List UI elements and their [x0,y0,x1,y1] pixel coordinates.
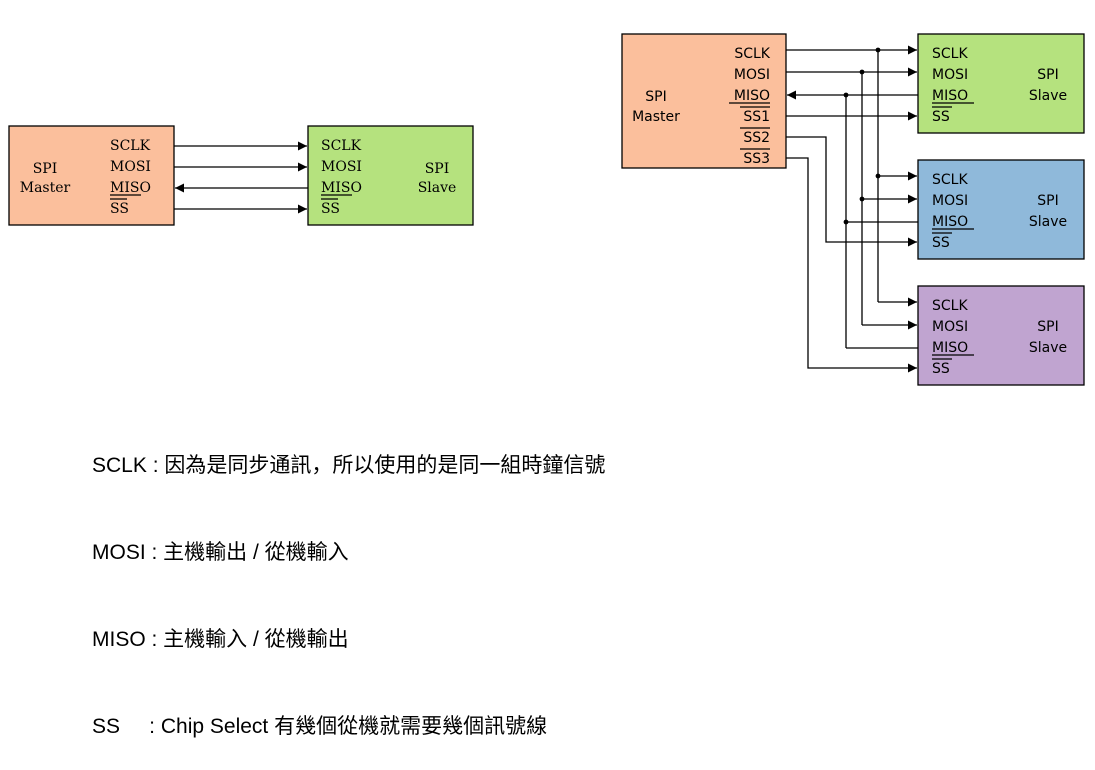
multi-slave-1-box [917,33,1085,134]
legend-line-miso: MISO : 主機輸入 / 從機輸出 [92,628,349,651]
simple-master-box [8,125,175,226]
simple-slave-title: SPI [425,161,450,177]
simple-slave-box [307,125,474,226]
multi-slave-3-box [917,285,1085,386]
simple-slave-pin-mosi: MOSI [321,159,362,175]
multi-master-title: SPI [645,89,666,105]
multi-slave-1-pin-miso: MISO [932,88,968,104]
multi-slave-1: SCLK MOSI MISO SS SPI Slave [917,33,1085,134]
simple-spi-diagram: SPI Master SCLK MOSI MISO SS SCLK MOSI M… [8,125,474,226]
multi-slave-3-pin-sclk: SCLK [932,298,968,314]
simple-slave-pin-ss: SS [321,201,340,217]
multi-slave-3-subtitle: Slave [1029,340,1067,356]
multi-wire-ss2 [786,136,917,247]
multi-slave-2-pin-ss: SS [932,235,950,251]
multi-slave-1-subtitle: Slave [1029,88,1067,104]
multi-slave-3-title: SPI [1037,319,1058,335]
simple-master-pin-mosi: MOSI [110,159,151,175]
simple-master-pin-ss: SS [110,201,129,217]
multi-master-pin-sclk: SCLK [734,46,770,62]
simple-master-subtitle: Master [20,180,71,196]
multi-slave-1-pin-ss: SS [932,109,950,125]
multi-slave-2-subtitle: Slave [1029,214,1067,230]
multi-wire-ss3 [786,157,917,373]
multi-slave-2-box [917,159,1085,260]
multi-slave-3-pin-mosi: MOSI [932,319,968,335]
multi-master-pin-miso: MISO [734,88,770,104]
spi-diagram: SPI Master SCLK MOSI MISO SS SCLK MOSI M… [8,33,1085,386]
multi-master-box [621,33,787,169]
multi-master-pin-mosi: MOSI [734,67,770,83]
multi-slave-2-title: SPI [1037,193,1058,209]
multi-slave-3: SCLK MOSI MISO SS SPI Slave [917,285,1085,386]
multi-slave-2-pin-mosi: MOSI [932,193,968,209]
simple-master-pin-sclk: SCLK [110,138,151,154]
simple-master-pin-miso: MISO [110,180,151,196]
multi-slave-3-pin-miso: MISO [932,340,968,356]
multi-slave-1-pin-mosi: MOSI [932,67,968,83]
multi-master-pin-ss1: SS1 [743,109,770,125]
legend-line-ss: SS : Chip Select 有幾個從機就需要幾個訊號線 [92,715,548,738]
multi-slave-2-pin-sclk: SCLK [932,172,968,188]
legend-line-sclk: SCLK : 因為是同步通訊，所以使用的是同一組時鐘信號 [92,454,606,477]
multi-bus-miso [787,90,918,349]
multi-master-pin-ss2: SS2 [743,130,770,146]
multi-slave-3-pin-ss: SS [932,361,950,377]
legend-line-mosi: MOSI : 主機輸出 / 從機輸入 [92,541,349,564]
simple-slave-pin-miso: MISO [321,180,362,196]
multi-slave-1-pin-sclk: SCLK [932,46,968,62]
simple-slave-pin-sclk: SCLK [321,138,362,154]
multi-bus-sclk [786,45,917,307]
multi-slave-1-title: SPI [1037,67,1058,83]
multi-master-pin-ss3: SS3 [743,151,770,167]
simple-master-title: SPI [33,161,58,177]
multi-master-subtitle: Master [632,109,680,125]
multi-slave-2-pin-miso: MISO [932,214,968,230]
legend: SCLK : 因為是同步通訊，所以使用的是同一組時鐘信號 MOSI : 主機輸出… [92,393,605,770]
multi-slave-2: SCLK MOSI MISO SS SPI Slave [917,159,1085,260]
simple-slave-subtitle: Slave [418,180,457,196]
multi-bus-mosi [786,67,917,330]
multi-spi-diagram: SPI Master SCLK MOSI MISO SS1 SS2 SS3 SC… [621,33,1085,386]
